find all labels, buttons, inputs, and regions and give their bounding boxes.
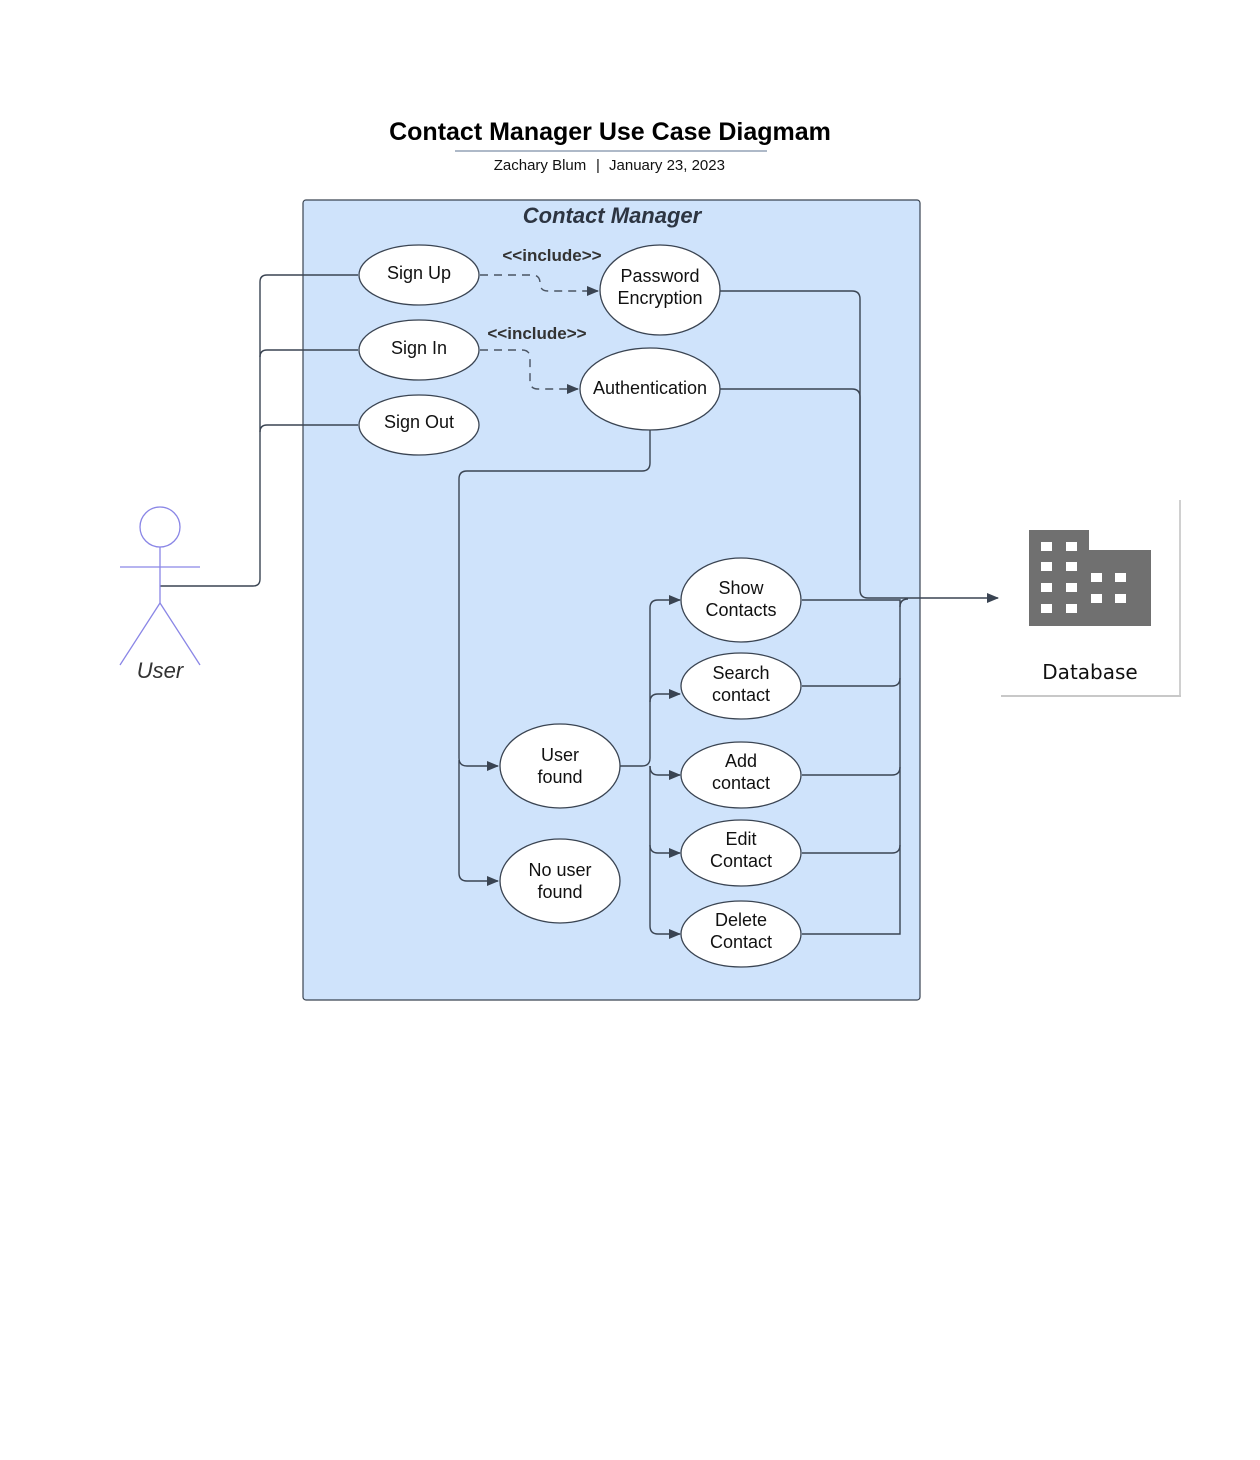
include-signup-encryption <box>480 274 599 296</box>
use-case-search-contact[interactable]: Search contact <box>680 652 802 720</box>
include-label-2: <<include>> <box>487 324 586 343</box>
no-user-found-label-line2: found <box>537 882 582 902</box>
use-case-sign-up[interactable]: Sign Up <box>358 244 480 306</box>
search-contact-label-line2: contact <box>712 685 770 705</box>
use-case-sign-in[interactable]: Sign In <box>358 319 480 381</box>
use-case-add-contact[interactable]: Add contact <box>680 741 802 809</box>
userfound-search-link <box>649 689 681 703</box>
use-case-authentication[interactable]: Authentication <box>579 347 721 431</box>
boundary-label: Contact Manager <box>523 203 703 228</box>
password-encryption-label-line2: Encryption <box>617 288 702 308</box>
use-case-no-user-found[interactable]: No user found <box>499 838 621 924</box>
add-contact-label-line2: contact <box>712 773 770 793</box>
authentication-database-link <box>720 388 861 560</box>
actor-head <box>139 506 181 548</box>
add-contact-label-line1: Add <box>725 751 757 771</box>
show-contacts-label-line2: Contacts <box>705 600 776 620</box>
include-label-1: <<include>> <box>502 246 601 265</box>
sign-in-label: Sign In <box>391 338 447 358</box>
actor-signout-link <box>259 424 358 433</box>
use-case-sign-out[interactable]: Sign Out <box>358 394 480 456</box>
use-case-delete-contact[interactable]: Delete Contact <box>680 900 802 968</box>
actor-signin-link <box>259 349 358 358</box>
authentication-userfound-link <box>458 430 651 771</box>
database-node[interactable]: Database <box>1000 498 1181 697</box>
search-contact-label-line1: Search <box>712 663 769 683</box>
header-separator: | <box>596 157 600 174</box>
use-case-edit-contact[interactable]: Edit Contact <box>680 819 802 887</box>
building-icon <box>1029 530 1151 626</box>
bus-to-database <box>899 598 909 608</box>
delete-contact-label-line1: Delete <box>715 910 767 930</box>
diagram-title: Contact Manager Use Case Diagmam <box>389 118 831 146</box>
add-database-link <box>802 766 901 776</box>
edit-contact-label-line2: Contact <box>710 851 772 871</box>
database-label: Database <box>1042 660 1137 684</box>
include-signin-authentication <box>480 349 579 394</box>
user-found-label-line1: User <box>541 745 579 765</box>
author-text: Zachary Blum <box>494 157 587 174</box>
authentication-label: Authentication <box>593 378 707 398</box>
use-case-show-contacts[interactable]: Show Contacts <box>680 557 802 643</box>
actor-left-leg <box>119 602 161 666</box>
date-text: January 23, 2023 <box>609 157 725 174</box>
user-found-label-line2: found <box>537 767 582 787</box>
show-contacts-label-line1: Show <box>718 578 764 598</box>
user-actor[interactable]: User <box>119 506 201 683</box>
no-user-found-label-line1: No user <box>528 860 591 880</box>
edit-contact-label-line1: Edit <box>725 829 756 849</box>
search-database-link <box>802 677 901 687</box>
password-encryption-label-line1: Password <box>620 266 699 286</box>
use-case-password-encryption[interactable]: Password Encryption <box>599 244 721 336</box>
actor-label: User <box>137 658 185 683</box>
authentication-nouser-link <box>458 760 499 886</box>
sign-out-label: Sign Out <box>384 412 454 432</box>
edit-database-link <box>802 844 901 854</box>
use-case-user-found[interactable]: User found <box>499 723 621 809</box>
delete-contact-label-line2: Contact <box>710 932 772 952</box>
sign-up-label: Sign Up <box>387 263 451 283</box>
actor-right-leg <box>159 602 201 666</box>
userfound-delete-link <box>649 845 681 939</box>
userfound-show-link <box>620 595 681 767</box>
